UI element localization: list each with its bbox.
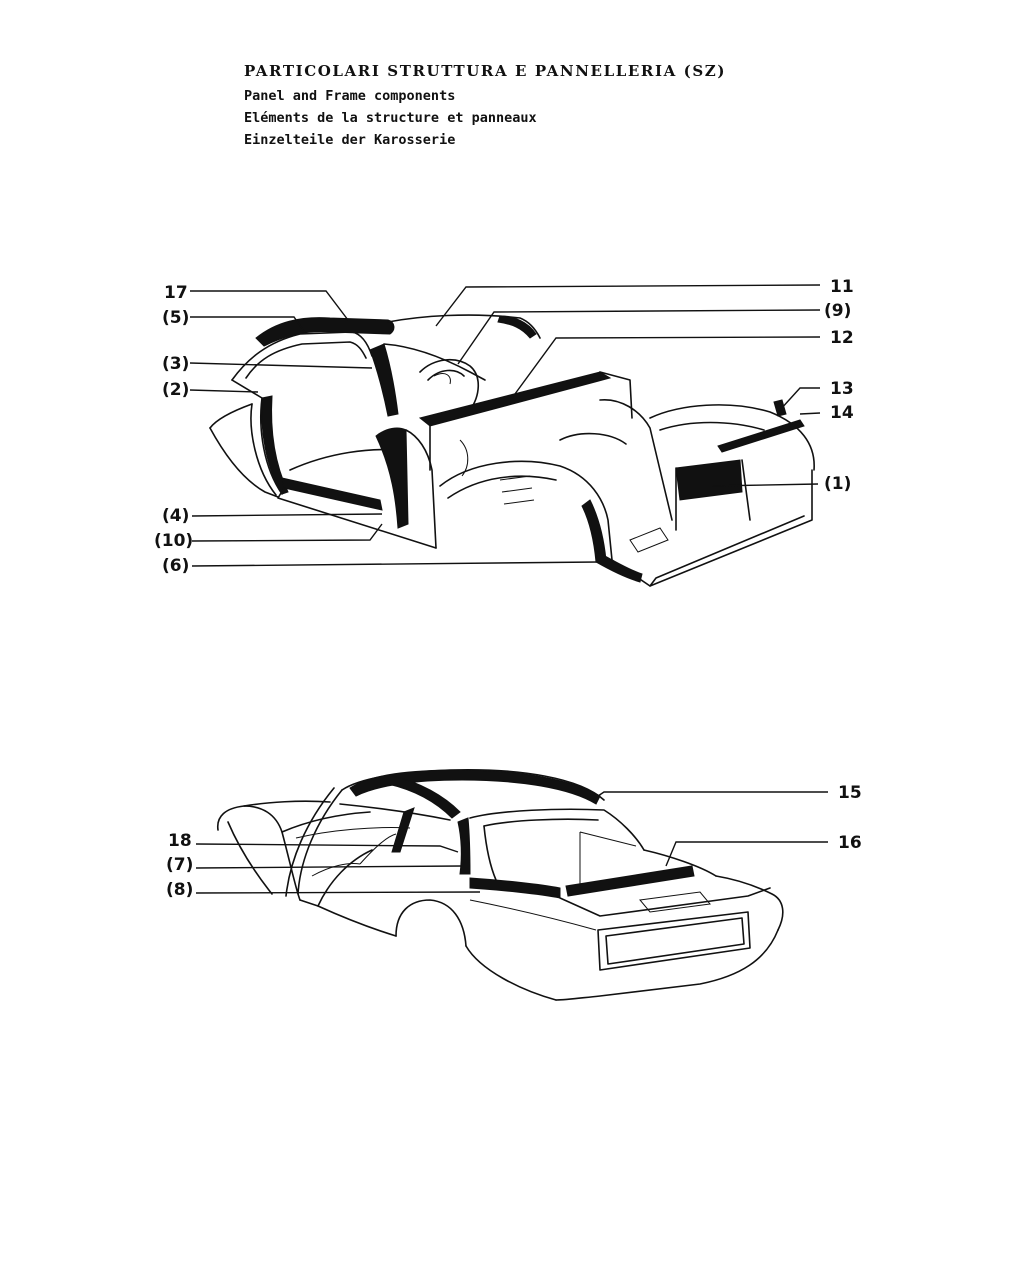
leader-15	[591, 791, 828, 801]
label-1: (1)	[824, 474, 851, 494]
leader-12	[511, 336, 821, 399]
title-block: PARTICOLARI STRUTTURA E PANNELLERIA (SZ)…	[244, 62, 726, 151]
label-15: 15	[838, 783, 862, 803]
leader-13	[779, 387, 820, 411]
label-8: (8)	[166, 880, 193, 900]
label-12: 12	[830, 328, 854, 348]
leader-7	[195, 865, 463, 869]
label-4: (4)	[162, 506, 189, 526]
leader-1	[711, 483, 819, 487]
label-16: 16	[838, 833, 862, 853]
upper-labels: 17 (5) (3) (2) (4) (10) (6) 11 (9) 12 13…	[154, 277, 854, 576]
leader-14	[799, 412, 821, 415]
upper-leader-lines	[189, 284, 821, 567]
label-18: 18	[168, 831, 192, 851]
label-14: 14	[830, 403, 854, 423]
leader-5	[190, 316, 307, 335]
label-13: 13	[830, 379, 854, 399]
label-6: (6)	[162, 556, 189, 576]
leader-9	[457, 309, 821, 365]
label-2: (2)	[162, 380, 189, 400]
title-english: Panel and Frame components	[244, 88, 456, 104]
lower-leader-lines	[195, 791, 828, 894]
title-german: Einzelteile der Karosserie	[244, 132, 456, 148]
leader-18	[195, 843, 459, 853]
lower-labels: 15 16 18 (7) (8)	[166, 783, 862, 900]
label-11: 11	[830, 277, 854, 297]
lower-body-shell	[217, 768, 784, 1001]
leader-16	[665, 841, 828, 867]
leader-6	[191, 561, 599, 567]
leader-3	[189, 362, 373, 369]
leader-2	[189, 389, 259, 393]
label-10: (10)	[154, 531, 193, 551]
leader-11	[435, 284, 821, 327]
label-7: (7)	[166, 855, 193, 875]
title-italian: PARTICOLARI STRUTTURA E PANNELLERIA (SZ)	[244, 62, 727, 80]
title-french: Eléments de la structure et panneaux	[244, 110, 537, 126]
leader-8	[195, 891, 481, 894]
leader-10	[191, 523, 383, 542]
leader-4	[191, 513, 383, 517]
label-17: 17	[164, 283, 188, 303]
label-9: (9)	[824, 301, 851, 321]
label-3: (3)	[162, 354, 189, 374]
label-5: (5)	[162, 308, 189, 328]
upper-body-shell	[209, 314, 815, 587]
leader-17	[190, 290, 349, 321]
